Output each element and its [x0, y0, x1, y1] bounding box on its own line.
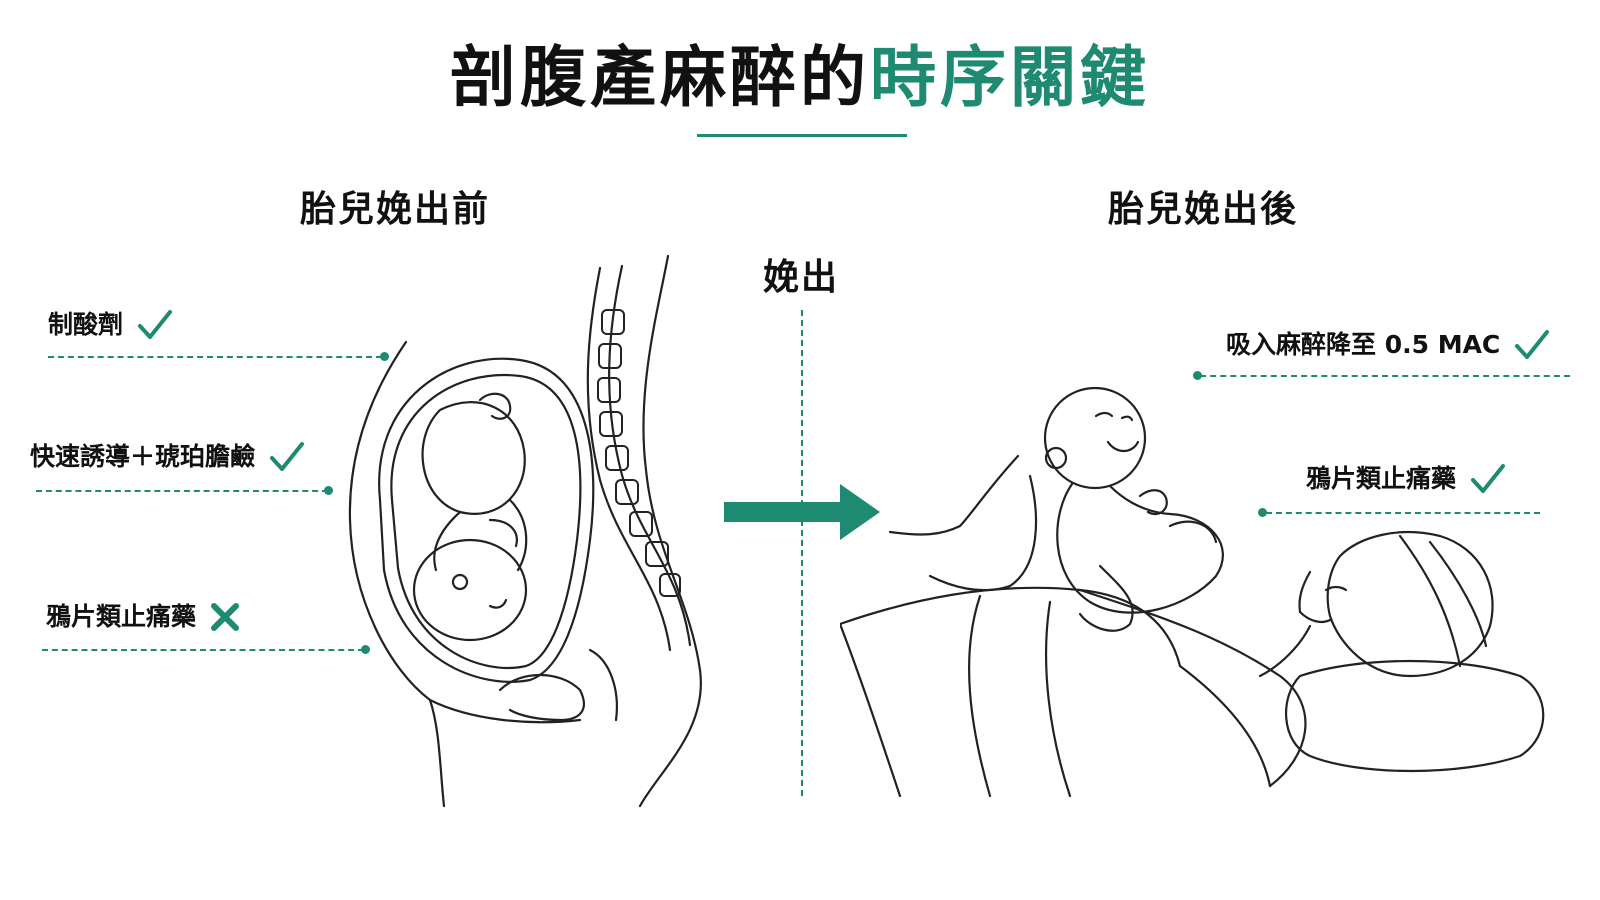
after-item-inhaled: 吸入麻醉降至 0.5 MAC: [1226, 328, 1550, 362]
after-item-label: 鴉片類止痛藥: [1306, 464, 1457, 493]
after-leader-line-1: [1200, 375, 1570, 377]
before-item-opioid: 鴉片類止痛藥: [46, 600, 240, 634]
after-item-label: 吸入麻醉降至 0.5 MAC: [1226, 330, 1501, 359]
check-icon: [1470, 462, 1506, 496]
before-leader-dot-3: [361, 645, 370, 654]
check-icon: [269, 440, 305, 474]
title-underline: [697, 134, 907, 137]
before-item-rsi: 快速誘導＋琥珀膽鹼: [30, 440, 305, 474]
check-icon: [1514, 328, 1550, 362]
after-leader-dot-1: [1193, 371, 1202, 380]
after-item-opioid: 鴉片類止痛藥: [1306, 462, 1506, 496]
before-leader-line-1: [48, 356, 382, 358]
after-leader-dot-2: [1258, 508, 1267, 517]
before-leader-dot-2: [324, 486, 333, 495]
page-title: 剖腹產麻醉的時序關鍵: [0, 38, 1600, 118]
title-main: 剖腹產麻醉的: [450, 39, 870, 116]
title-accent: 時序關鍵: [870, 39, 1150, 116]
before-item-antacid: 制酸劑: [48, 308, 173, 342]
cross-icon: [210, 602, 240, 632]
before-item-label: 鴉片類止痛藥: [46, 602, 197, 631]
phase-delivery-heading: 娩出: [763, 257, 840, 298]
phase-before-heading: 胎兒娩出前: [300, 189, 491, 230]
pregnant-uterus-illustration: [340, 250, 740, 834]
newborn-mother-illustration: [838, 376, 1560, 820]
delivery-divider-line: [801, 310, 803, 796]
arrow-right-icon: [724, 484, 880, 544]
before-leader-line-3: [42, 649, 364, 651]
before-item-label: 快速誘導＋琥珀膽鹼: [30, 442, 256, 471]
before-leader-line-2: [36, 490, 328, 492]
check-icon: [137, 308, 173, 342]
before-item-label: 制酸劑: [48, 310, 124, 339]
after-leader-line-2: [1266, 512, 1540, 514]
before-leader-dot-1: [380, 352, 389, 361]
phase-after-heading: 胎兒娩出後: [1108, 189, 1299, 230]
